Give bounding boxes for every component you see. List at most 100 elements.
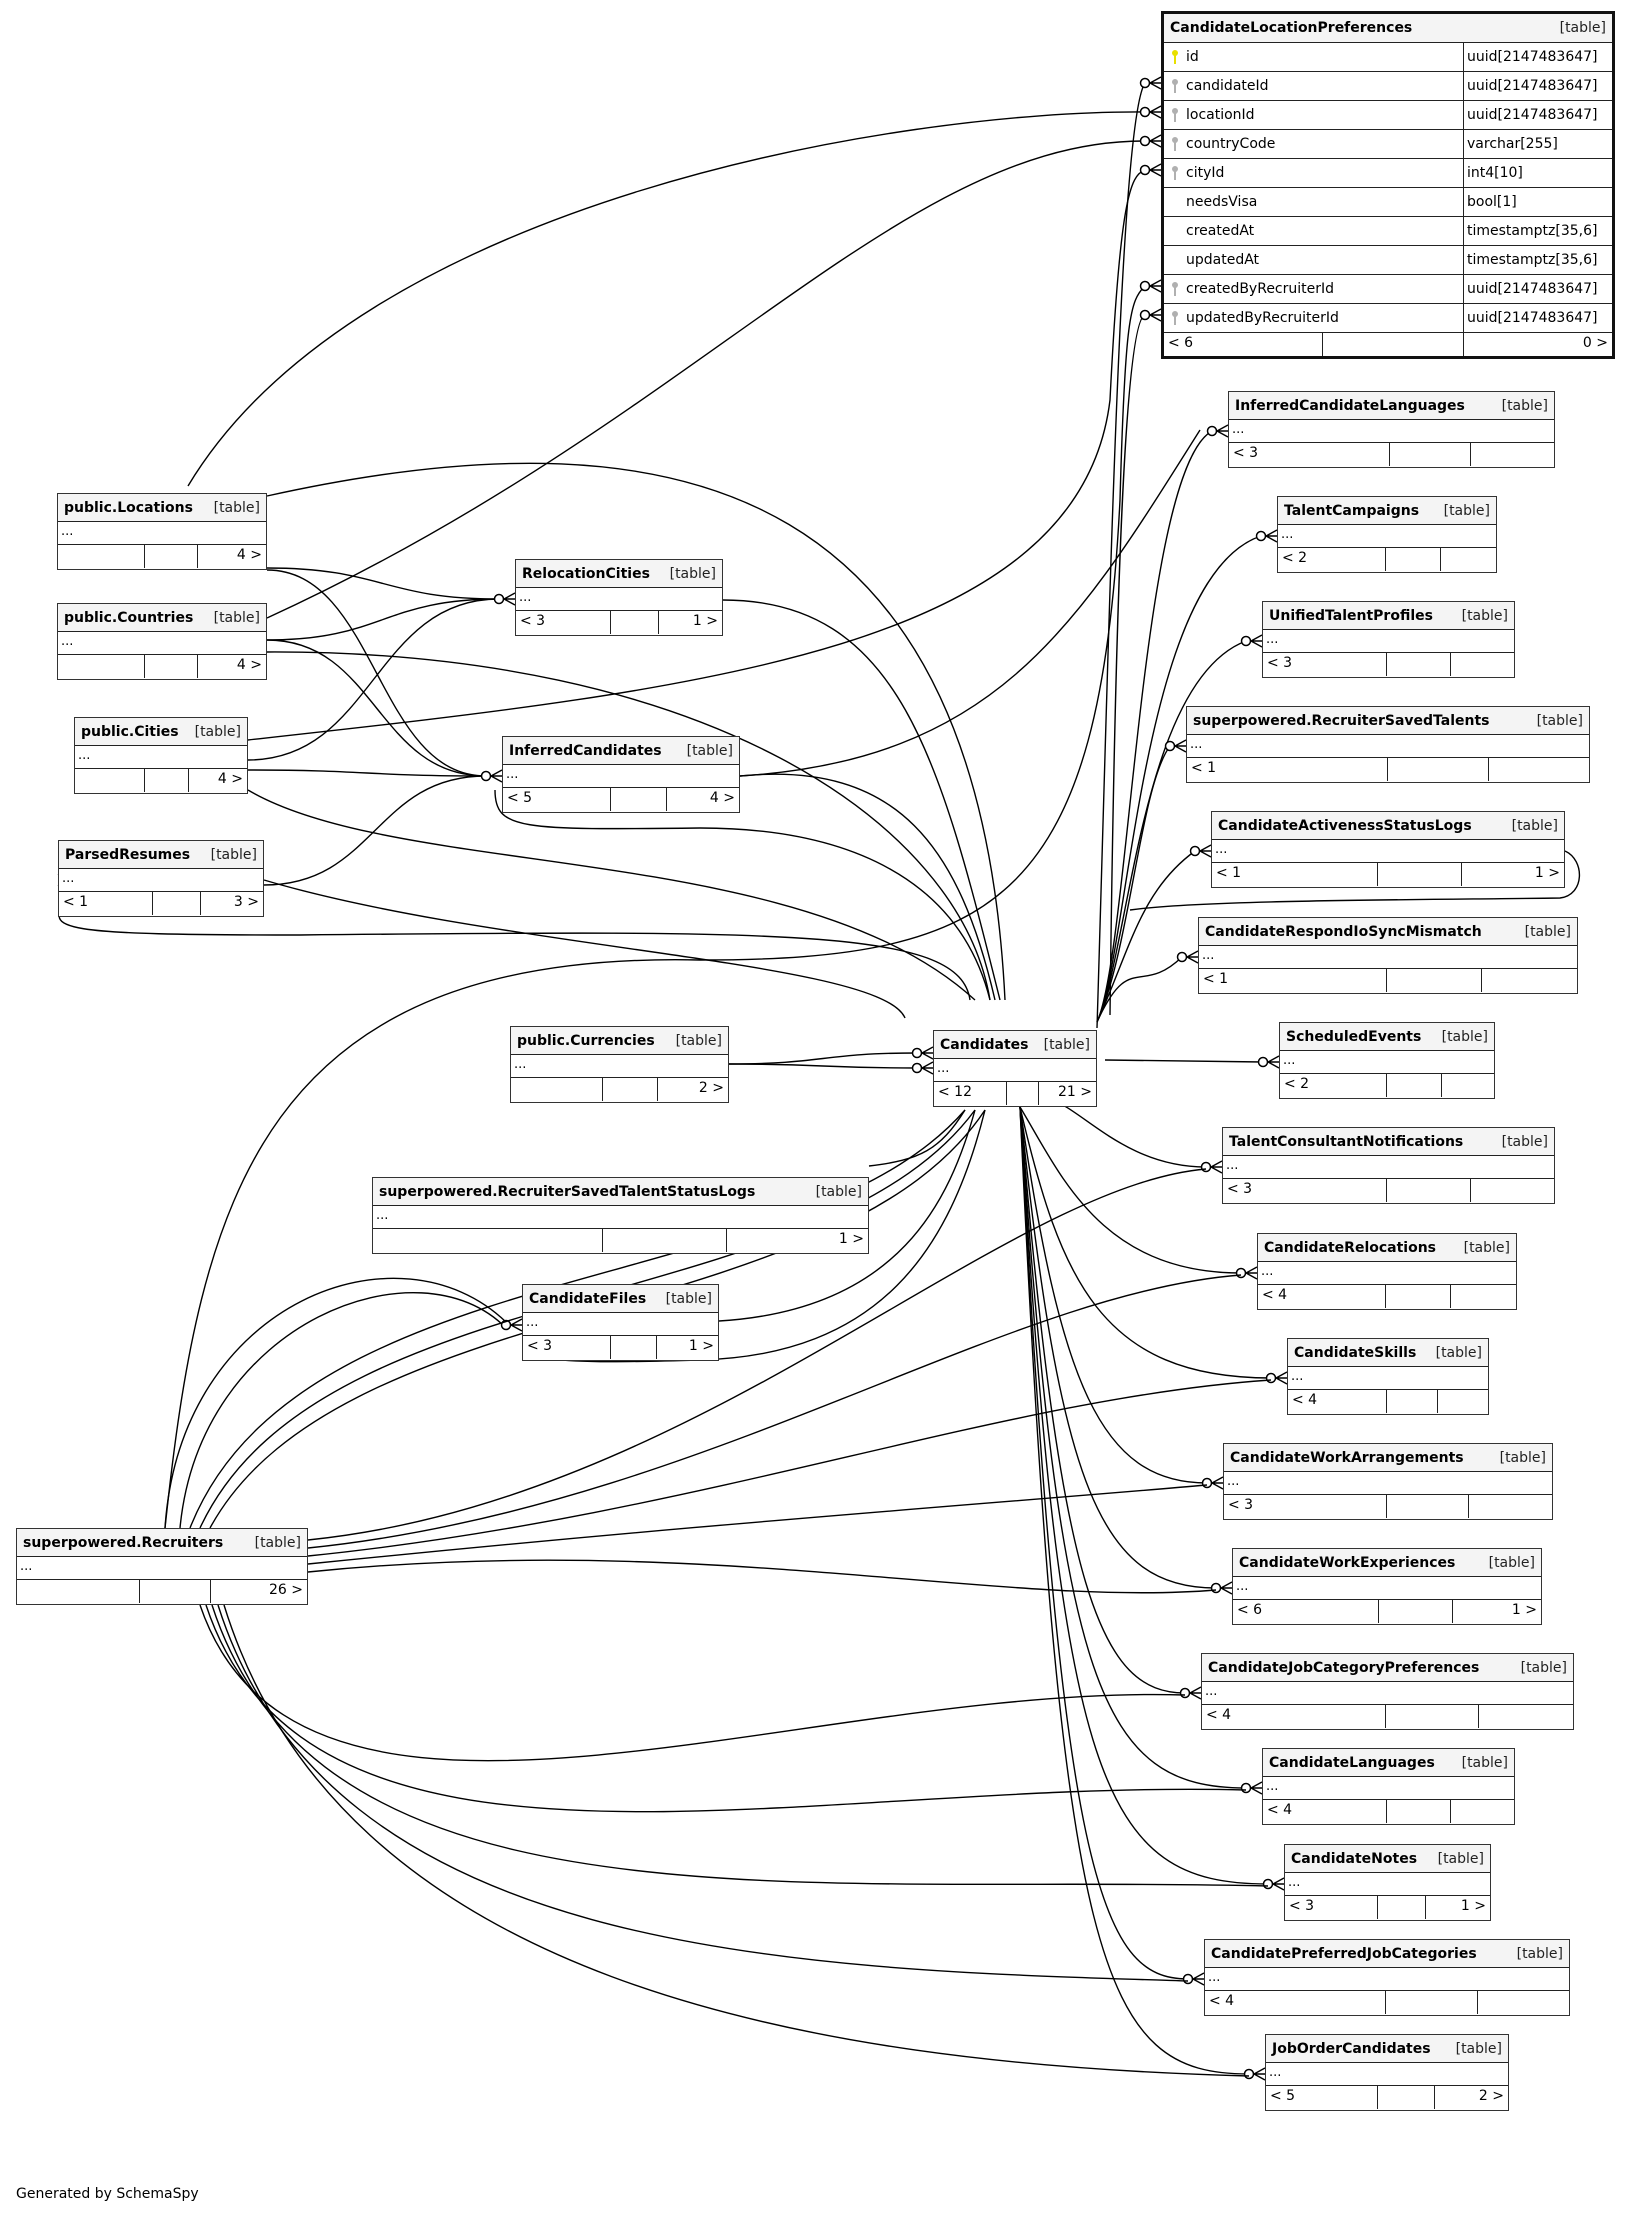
children-count[interactable] [1451,1285,1516,1308]
table-talent-campaigns[interactable]: TalentCampaigns[table]...< 2 [1277,496,1497,573]
children-count[interactable]: 4 > [709,790,735,806]
parents-count[interactable]: < 3 [1229,443,1390,466]
parents-count[interactable] [511,1078,603,1101]
children-count[interactable] [1451,1800,1514,1823]
collapsed-columns[interactable]: ... [1258,1262,1516,1285]
collapsed-columns[interactable]: ... [1280,1051,1494,1074]
parents-count[interactable] [373,1229,603,1252]
parents-count[interactable]: < 4 [1258,1285,1386,1308]
collapsed-columns[interactable]: ... [59,869,263,892]
parents-count[interactable]: < 4 [1263,1800,1387,1823]
children-count[interactable]: 4 > [236,657,262,673]
children-count[interactable]: 1 > [1460,1898,1486,1914]
table-superpowered-recruiters[interactable]: superpowered.Recruiters[table]...26 > [16,1528,308,1605]
children-count[interactable] [1471,443,1554,466]
parents-count[interactable]: < 2 [1280,1074,1387,1097]
parents-count[interactable]: < 5 [1266,2086,1378,2109]
table-candidate-skills[interactable]: CandidateSkills[table]...< 4 [1287,1338,1489,1415]
collapsed-columns[interactable]: ... [58,632,266,655]
parents-count[interactable]: < 3 [523,1336,611,1359]
collapsed-columns[interactable]: ... [1278,525,1496,548]
collapsed-columns[interactable]: ... [1263,1777,1514,1800]
children-count[interactable]: 0 > [1582,335,1608,351]
parents-count[interactable]: < 1 [59,892,153,915]
children-count[interactable]: 4 > [217,771,243,787]
collapsed-columns[interactable]: ... [17,1557,307,1580]
parents-count[interactable]: < 3 [1223,1179,1387,1202]
children-count[interactable]: 1 > [1534,865,1560,881]
children-count[interactable]: 1 > [1511,1602,1537,1618]
children-count[interactable] [1482,969,1577,992]
table-candidate-preferred-job-categories[interactable]: CandidatePreferredJobCategories[table]..… [1204,1939,1570,2016]
collapsed-columns[interactable]: ... [1285,1873,1490,1896]
children-count[interactable] [1469,1495,1552,1518]
children-count[interactable]: 1 > [688,1338,714,1354]
table-inferred-candidate-languages[interactable]: InferredCandidateLanguages[table]...< 3 [1228,391,1555,468]
children-count[interactable] [1471,1179,1554,1202]
parents-count[interactable] [58,655,145,678]
parents-count[interactable]: < 5 [503,788,611,811]
collapsed-columns[interactable]: ... [516,588,722,611]
table-candidate-respond-io-sync-mismatch[interactable]: CandidateRespondIoSyncMismatch[table]...… [1198,917,1578,994]
collapsed-columns[interactable]: ... [1224,1472,1552,1495]
collapsed-columns[interactable]: ... [523,1313,718,1336]
table-public-currencies[interactable]: public.Currencies[table]...2 > [510,1026,729,1103]
collapsed-columns[interactable]: ... [1212,840,1564,863]
collapsed-columns[interactable]: ... [1187,735,1589,758]
children-count[interactable]: 2 > [1478,2088,1504,2104]
children-count[interactable]: 26 > [269,1582,303,1598]
children-count[interactable]: 1 > [692,613,718,629]
collapsed-columns[interactable]: ... [503,765,739,788]
parents-count[interactable]: < 1 [1187,758,1388,781]
collapsed-columns[interactable]: ... [1223,1156,1554,1179]
table-candidate-relocations[interactable]: CandidateRelocations[table]...< 4 [1257,1233,1517,1310]
collapsed-columns[interactable]: ... [1205,1968,1569,1991]
parents-count[interactable]: < 4 [1288,1390,1387,1413]
parents-count[interactable]: < 3 [1224,1495,1387,1518]
collapsed-columns[interactable]: ... [373,1206,868,1229]
collapsed-columns[interactable]: ... [1199,946,1577,969]
parents-count[interactable]: < 4 [1205,1991,1386,2014]
parents-count[interactable]: < 2 [1278,548,1386,571]
table-talent-consultant-notifications[interactable]: TalentConsultantNotifications[table]...<… [1222,1127,1555,1204]
children-count[interactable] [1442,1074,1494,1097]
parents-count[interactable] [58,545,145,568]
parents-count[interactable]: < 6 [1164,333,1323,356]
children-count[interactable] [1438,1390,1488,1413]
table-public-locations[interactable]: public.Locations[table]...4 > [57,493,267,570]
children-count[interactable]: 4 > [236,547,262,563]
parents-count[interactable]: < 6 [1233,1600,1379,1623]
collapsed-columns[interactable]: ... [1263,630,1514,653]
table-unified-talent-profiles[interactable]: UnifiedTalentProfiles[table]...< 3 [1262,601,1515,678]
table-candidate-activeness-status-logs[interactable]: CandidateActivenessStatusLogs[table]...<… [1211,811,1565,888]
table-candidate-job-category-preferences[interactable]: CandidateJobCategoryPreferences[table]..… [1201,1653,1574,1730]
collapsed-columns[interactable]: ... [511,1055,728,1078]
table-superpowered-recruiter-saved-talents[interactable]: superpowered.RecruiterSavedTalents[table… [1186,706,1590,783]
children-count[interactable] [1478,1991,1569,2014]
collapsed-columns[interactable]: ... [934,1059,1096,1082]
table-public-countries[interactable]: public.Countries[table]...4 > [57,603,267,680]
parents-count[interactable]: < 3 [516,611,611,634]
parents-count[interactable] [17,1580,140,1603]
parents-count[interactable]: < 3 [1285,1896,1378,1919]
collapsed-columns[interactable]: ... [1288,1367,1488,1390]
collapsed-columns[interactable]: ... [58,522,266,545]
parents-count[interactable]: < 1 [1199,969,1387,992]
table-candidate-languages[interactable]: CandidateLanguages[table]...< 4 [1262,1748,1515,1825]
